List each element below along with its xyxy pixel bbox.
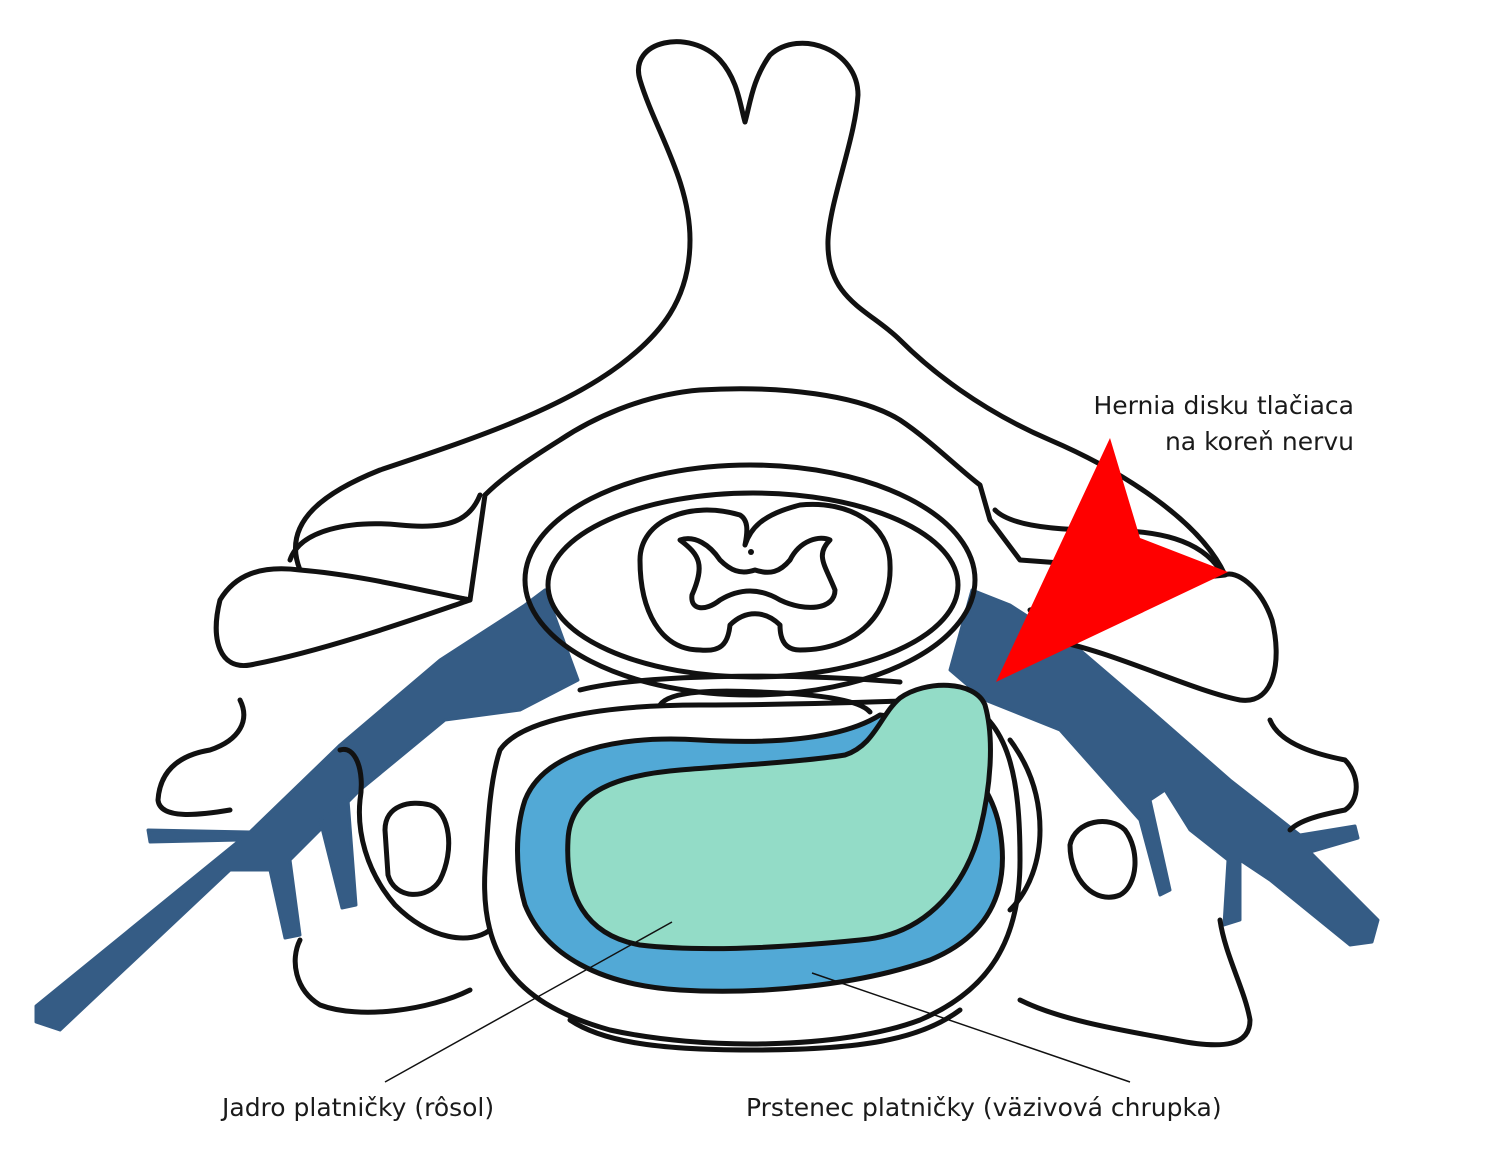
annulus-leader-line xyxy=(811,972,1131,1083)
canal-floor xyxy=(577,673,903,693)
dura-mater xyxy=(545,490,961,680)
lateral-mass-right xyxy=(1267,717,1359,833)
foramen-right xyxy=(1067,819,1138,900)
central-canal xyxy=(748,549,754,555)
hernia-label: Hernia disku tlačiaca na koreň nervu xyxy=(1093,388,1354,461)
transverse-process-left xyxy=(213,566,473,669)
nucleus-leader-line xyxy=(384,921,673,1083)
nucleus-pulposus xyxy=(565,682,993,952)
nerve-root-right xyxy=(948,588,1380,947)
vertebral-body-lower-rim xyxy=(567,1007,963,1053)
hernia-label-line1: Hernia disku tlačiaca xyxy=(1093,391,1354,420)
annulus-label: Prstenec platničky (väzivová chrupka) xyxy=(746,1093,1222,1122)
nerve-branch-left xyxy=(318,798,358,910)
vertebral-body-upper-rim xyxy=(657,688,873,715)
transverse-process-left-inner xyxy=(287,492,483,563)
nerve-root-left xyxy=(34,588,580,1032)
hernia-label-line2: na koreň nervu xyxy=(1164,427,1354,457)
hernia-arrow xyxy=(996,438,1228,682)
spinal-canal-outer xyxy=(522,462,978,698)
pedicle-right xyxy=(1007,737,1043,913)
lateral-mass-left xyxy=(155,697,247,817)
facet-right-lower xyxy=(1017,917,1253,1048)
vertebral-body-outer xyxy=(482,697,1023,1047)
nucleus-label: Jadro platničky (rôsol) xyxy=(222,1093,495,1122)
spinous-process-outline xyxy=(292,39,1228,603)
spinal-cord xyxy=(637,501,893,653)
foramen-left xyxy=(382,800,452,897)
facet-left-lower xyxy=(292,937,473,1015)
pedicle-left xyxy=(337,746,493,941)
gray-matter xyxy=(677,535,838,611)
